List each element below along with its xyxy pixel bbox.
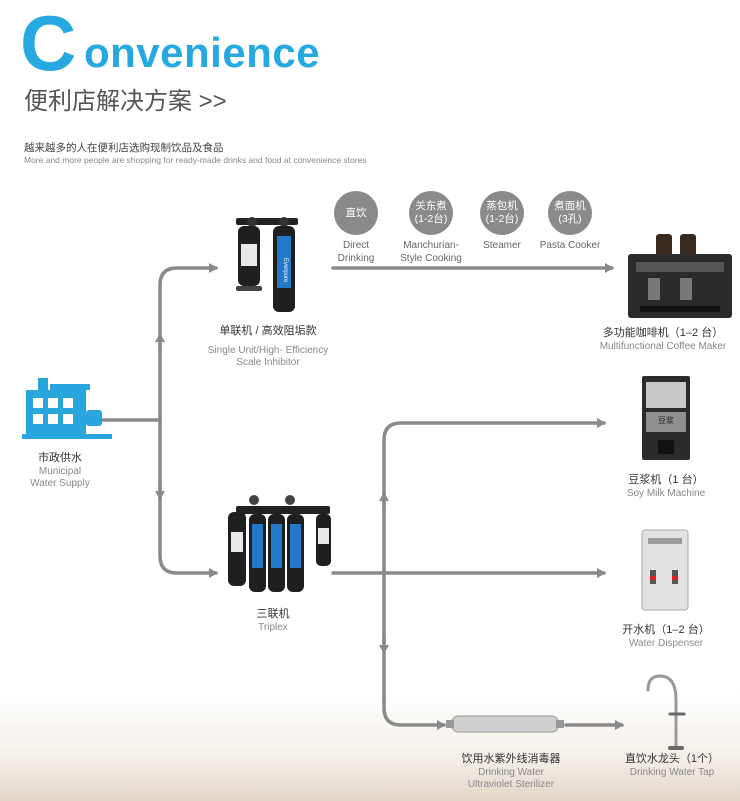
app-circle-direct-drinking: 直饮 — [334, 191, 378, 235]
flow-line-to-uv — [382, 571, 446, 730]
app-circle-steamer: 蒸包机 (1-2台) — [480, 191, 524, 235]
source-label-cn: 市政供水 — [38, 452, 82, 464]
single-unit-filter-image — [236, 217, 298, 312]
triplex-filter-image — [228, 495, 331, 592]
source-label-en1: Municipal — [38, 465, 82, 477]
triplex-label-cn: 三联机 — [256, 608, 290, 620]
water-dispenser-label-cn: 开水机（1–2 台） — [622, 624, 710, 636]
app-caption-manchurian-cooking: Manchurian- Style Cooking — [391, 240, 471, 265]
page-title: onvenience — [84, 29, 321, 76]
water-tap-label: 直饮水龙头（1个） Drinking Water Tap — [610, 753, 734, 779]
source-label-en2: Water Supply — [30, 478, 90, 490]
filter-brand-text: Everpure — [282, 258, 288, 283]
single-unit-label: 单联机 / 高效阻垢款 Single Unit/High- Efficiency… — [188, 325, 348, 370]
single-unit-label-en2: Scale Inhibitor — [236, 357, 300, 369]
app-caption-line1: Pasta Cooker — [539, 240, 601, 251]
page-subtitle: 便利店解决方案 >> — [24, 88, 227, 115]
app-circle-sublabel: (3孔) — [558, 213, 582, 225]
app-caption-line2: Style Cooking — [400, 252, 462, 264]
building-icon — [22, 378, 112, 439]
app-caption-steamer: Steamer — [472, 240, 532, 253]
uv-sterilizer-label-cn: 饮用水紫外线消毒器 — [461, 753, 561, 765]
source-label: 市政供水 Municipal Water Supply — [10, 452, 110, 491]
coffee-maker-label-en: Multifunctional Coffee Maker — [599, 340, 727, 352]
app-caption-line1: Manchurian- — [403, 240, 459, 251]
app-circle-sublabel: (1-2台) — [485, 213, 519, 225]
app-caption-line1: Direct — [342, 240, 370, 251]
app-caption-line2: Drinking — [337, 252, 375, 264]
soy-milk-label: 豆浆机（1 台） Soy Milk Machine — [606, 474, 726, 500]
water-dispenser-image — [641, 529, 689, 611]
app-circle-label: 煮面机 — [554, 200, 586, 213]
coffee-maker-label: 多功能咖啡机（1–2 台） Multifunctional Coffee Mak… — [590, 327, 736, 353]
app-circle-manchurian-cooking: 关东煮 (1-2台) — [409, 191, 453, 235]
uv-sterilizer-label: 饮用水紫外线消毒器 Drinking Water Ultraviolet Ste… — [446, 753, 576, 792]
title-initial: C — [20, 0, 77, 87]
app-circle-sublabel: (1-2台) — [414, 213, 448, 225]
water-tap-label-cn: 直饮水龙头（1个） — [624, 753, 720, 765]
flow-line-to-soy — [382, 418, 606, 575]
bottom-background-photo — [0, 690, 740, 801]
coffee-machine-image — [628, 234, 732, 318]
uv-sterilizer-label-en1: Drinking Water — [478, 766, 544, 778]
soy-milk-machine-image — [642, 376, 690, 460]
uv-sterilizer-image — [446, 715, 564, 733]
flow-line-to-triplex — [158, 418, 218, 578]
app-circle-label: 蒸包机 — [486, 200, 518, 213]
coffee-maker-label-cn: 多功能咖啡机（1–2 台） — [602, 327, 724, 339]
triplex-label-en: Triplex — [258, 621, 288, 633]
soy-machine-screen-text: 豆浆 — [658, 416, 674, 425]
uv-sterilizer-label-en2: Ultraviolet Sterilizer — [467, 779, 555, 791]
water-tap-label-en: Drinking Water Tap — [629, 766, 715, 778]
app-caption-pasta-cooker: Pasta Cooker — [530, 240, 610, 253]
water-dispenser-label: 开水机（1–2 台） Water Dispenser — [606, 624, 726, 650]
water-dispenser-label-en: Water Dispenser — [628, 637, 704, 649]
flow-line-to-single — [158, 263, 218, 422]
triplex-label: 三联机 Triplex — [228, 608, 318, 634]
single-unit-label-cn: 单联机 / 高效阻垢款 — [219, 325, 317, 337]
soy-milk-label-cn: 豆浆机（1 台） — [628, 474, 704, 486]
app-circle-pasta-cooker: 煮面机 (3孔) — [548, 191, 592, 235]
app-circle-label: 关东煮 — [415, 200, 447, 213]
app-caption-line1: Steamer — [483, 240, 521, 251]
water-tap-image — [646, 674, 686, 750]
single-unit-label-en1: Single Unit/High- Efficiency — [207, 344, 329, 356]
app-caption-direct-drinking: Direct Drinking — [326, 240, 386, 265]
app-circle-label: 直饮 — [345, 206, 367, 219]
soy-milk-label-en: Soy Milk Machine — [626, 487, 706, 499]
description-cn: 越来越多的人在便利店选购现制饮品及食品 — [24, 142, 224, 154]
description-en: More and more people are shopping for re… — [24, 155, 367, 165]
